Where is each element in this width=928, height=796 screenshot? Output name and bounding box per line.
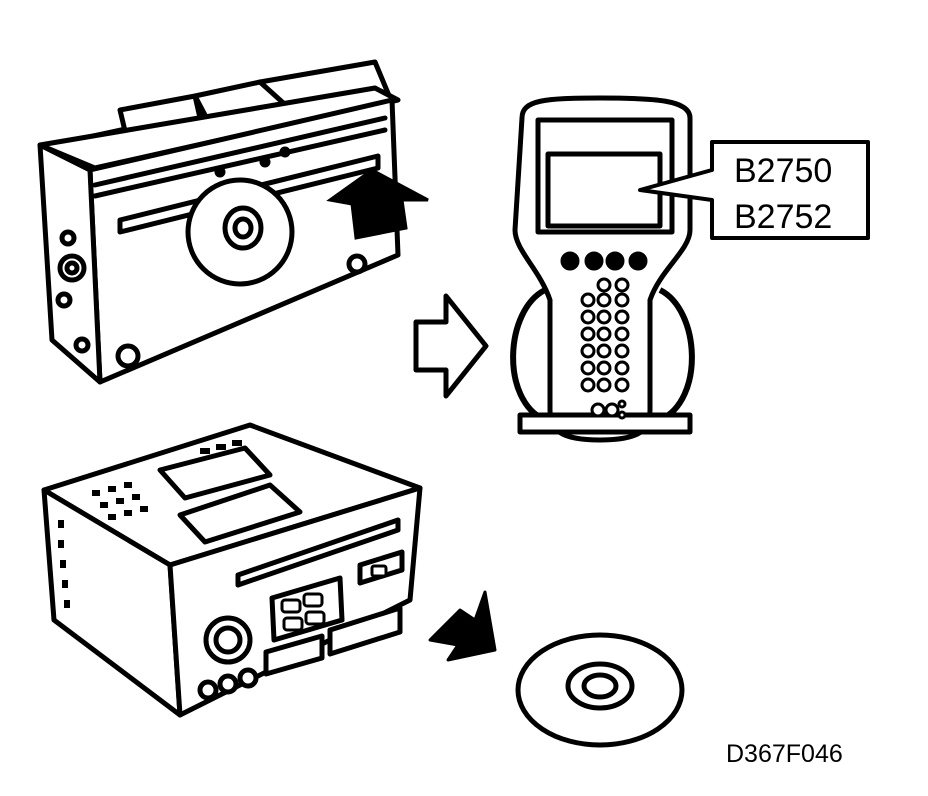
scan-tool [510,95,695,443]
insert-arrow-icon [326,168,429,240]
compact-disc [515,632,685,748]
radio-buttons [280,564,388,632]
scan-tool-keypad [580,277,630,420]
figure-reference-code: D367F046 [726,740,843,768]
dtc-callout: B2750 B2752 [638,140,870,240]
radio-grille [58,440,242,608]
dtc-code-1: B2750 [734,152,832,190]
eject-arrow-icon [428,590,497,662]
radio-head-unit [41,422,423,718]
cd-mechanism [37,59,401,385]
hollow-right-arrow-icon [413,293,489,399]
dtc-code-2: B2752 [734,198,832,236]
